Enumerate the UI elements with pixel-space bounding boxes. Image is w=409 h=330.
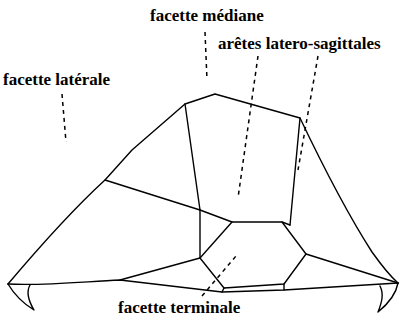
part-label: facette latérale <box>3 71 110 90</box>
part-label: arêtes latero-sagittales <box>218 35 381 54</box>
part-label: facette terminale <box>118 299 240 318</box>
part-label: facette médiane <box>150 7 264 26</box>
